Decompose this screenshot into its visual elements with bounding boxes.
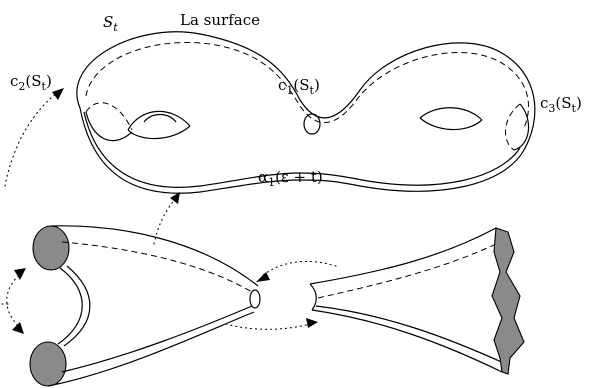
c3-sub: 3 <box>548 102 555 115</box>
curve-c3-front <box>513 103 530 151</box>
c2-arg-sub: t <box>42 80 47 93</box>
label-alpha: α1(ε + t) <box>258 168 323 189</box>
arrow-funnel-to-cuff-head <box>256 272 270 282</box>
surface-back-outline <box>85 42 530 129</box>
label-c2: c2(St) <box>10 72 52 93</box>
genus-two-surface <box>76 31 536 194</box>
alpha-arg: (ε + t) <box>275 168 323 186</box>
pants-bottom-edge-inner <box>61 305 253 373</box>
label-c3: c3(St) <box>540 94 582 115</box>
arrow-cuff-to-funnel-head <box>306 318 318 328</box>
funnel-bottom-edge <box>311 309 503 373</box>
arrow-disks-double-head-bottom <box>12 322 24 334</box>
pants-cuff <box>249 289 261 309</box>
arrow-cuff-to-funnel <box>225 323 311 330</box>
arrow-left-to-c2-head <box>52 88 64 100</box>
pants-top-edge-dashed <box>61 241 253 293</box>
surface-name-text: S <box>103 13 113 31</box>
curve-c1 <box>303 113 321 135</box>
curve-c3-back <box>505 103 521 151</box>
left-hole-inner <box>143 113 177 123</box>
arrow-disks-double <box>6 271 23 329</box>
surface-outer-outline <box>76 31 536 194</box>
c2-sub: 2 <box>18 80 25 93</box>
arrow-pants-to-surface <box>153 197 177 245</box>
curve-c2-front <box>85 111 133 142</box>
c3-arg: (S <box>555 94 571 112</box>
alpha-main: α <box>258 168 268 186</box>
pants-bottom-disk <box>29 341 67 387</box>
right-hole-upper <box>419 107 483 121</box>
c1-arg: (S <box>293 76 309 94</box>
pants-top-edge <box>50 225 259 287</box>
funnel-top-edge-dashed <box>317 243 497 299</box>
right-hole-lower <box>419 117 483 131</box>
curve-c2-back <box>85 102 133 131</box>
funnel-left-cap <box>309 283 317 311</box>
pants-top-disk <box>32 225 70 271</box>
left-hole-lower <box>127 125 191 140</box>
label-surface-name: St <box>103 13 118 34</box>
pants-piece <box>29 225 261 387</box>
c1-sub: 1 <box>286 84 293 97</box>
pants-crotch-inner <box>63 265 91 347</box>
alpha-sub: 1 <box>268 176 275 189</box>
c1-main: c <box>278 76 286 94</box>
c1-close: ) <box>314 76 320 94</box>
arrow-left-to-c2 <box>4 91 59 187</box>
pants-crotch-outer <box>57 267 83 345</box>
c2-main: c <box>10 72 18 90</box>
dotted-arrows <box>1 88 337 334</box>
arrow-pants-to-surface-head <box>170 192 180 204</box>
funnel-bottom-edge-inner <box>315 305 507 365</box>
funnel-top-edge <box>309 227 497 285</box>
funnel-jagged-boundary <box>491 227 525 375</box>
funnel-piece <box>309 227 525 375</box>
c3-close: ) <box>576 94 582 112</box>
arrow-funnel-to-cuff <box>261 260 337 277</box>
c3-main: c <box>540 94 548 112</box>
surface-inner-outline <box>83 111 521 188</box>
c3-arg-sub: t <box>572 102 577 115</box>
arrow-disks-double-head-top <box>14 268 26 280</box>
label-surface-title: La surface <box>180 11 260 29</box>
surface-name-sub: t <box>113 21 118 34</box>
label-c1: c1(St) <box>278 76 320 97</box>
pants-bottom-edge <box>47 311 255 387</box>
c1-arg-sub: t <box>310 84 315 97</box>
left-hole-upper <box>127 110 191 131</box>
c2-close: ) <box>46 72 52 90</box>
c2-arg: (S <box>25 72 41 90</box>
